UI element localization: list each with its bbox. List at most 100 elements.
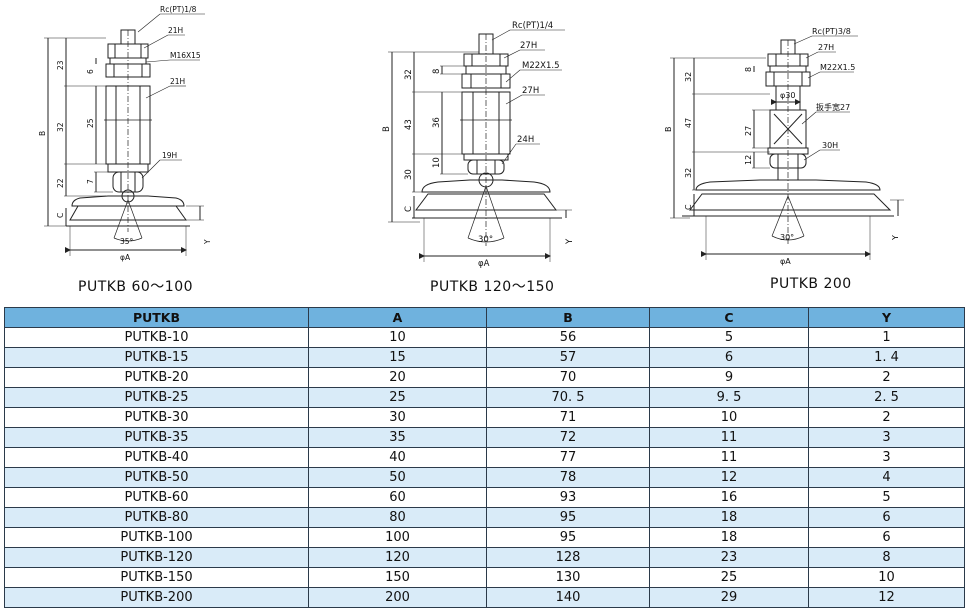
table-cell: 29 [649, 587, 809, 608]
d2-label-y: Y [565, 238, 575, 245]
d1-dim-25: 25 [86, 118, 95, 128]
table-cell: 8 [808, 547, 965, 568]
table-cell: 130 [486, 567, 650, 588]
table-cell: 2 [808, 407, 965, 428]
table-cell: 6 [808, 507, 965, 528]
table-cell: PUTKB-60 [4, 487, 309, 508]
d2-thread-label: Rc(PT)1/4 [512, 21, 553, 31]
d2-dim-10: 10 [432, 157, 442, 168]
table-cell: PUTKB-100 [4, 527, 309, 548]
table-cell: 5 [649, 327, 809, 348]
d3-dim-32-top: 32 [684, 72, 693, 82]
table-cell: 11 [649, 427, 809, 448]
table-cell: PUTKB-25 [4, 387, 309, 408]
table-cell: 30 [308, 407, 487, 428]
table-cell: 9. 5 [649, 387, 809, 408]
table-cell: 70. 5 [486, 387, 650, 408]
d3-dim-32-bottom: 32 [684, 168, 693, 178]
table-cell: 4 [808, 467, 965, 488]
d3-label-c: C [684, 204, 693, 210]
table-cell: 60 [308, 487, 487, 508]
d3-dim-27: 27 [744, 126, 753, 136]
d2-dim-36: 36 [432, 117, 442, 128]
d2-hex-mid-label: 27H [522, 86, 539, 96]
d3-hex-bottom-label: 30H [822, 141, 838, 150]
table-cell: 150 [308, 567, 487, 588]
table-cell: 2. 5 [808, 387, 965, 408]
table-cell: 20 [308, 367, 487, 388]
d2-phi-a-label: φA [478, 259, 490, 269]
table-cell: 3 [808, 447, 965, 468]
table-cell: 71 [486, 407, 650, 428]
d2-angle-label: 30° [478, 235, 493, 245]
d3-dia-label: φ30 [780, 91, 795, 100]
d1-label-c: C [56, 213, 65, 218]
table-cell: 93 [486, 487, 650, 508]
table-cell: 18 [649, 507, 809, 528]
table-cell: PUTKB-50 [4, 467, 309, 488]
caption-putkb-200: PUTKB 200 [770, 276, 852, 292]
d1-dim-32: 32 [56, 122, 65, 132]
d3-phi-a-label: φA [780, 257, 791, 266]
caption-putkb-60-100: PUTKB 60～100 [78, 279, 194, 295]
d1-hex-mid-label: 21H [170, 77, 185, 86]
table-cell: 2 [808, 367, 965, 388]
table-cell: 72 [486, 427, 650, 448]
d1-hex-top-label: 21H [168, 26, 183, 35]
table-cell: 16 [649, 487, 809, 508]
table-cell: 100 [308, 527, 487, 548]
d2-dim-8: 8 [432, 69, 442, 74]
table-cell: PUTKB-10 [4, 327, 309, 348]
d2-hex-top-label: 27H [520, 41, 537, 51]
table-cell: 200 [308, 587, 487, 608]
caption-putkb-120-150: PUTKB 120～150 [430, 279, 555, 295]
table-cell: 50 [308, 467, 487, 488]
table-cell: 5 [808, 487, 965, 508]
drawing-putkb-120-150 [388, 29, 572, 262]
table-cell: 70 [486, 367, 650, 388]
table-cell: 1. 4 [808, 347, 965, 368]
d1-nut-thread-label: M16X15 [170, 51, 201, 60]
d2-nut-thread-label: M22X1.5 [522, 61, 560, 71]
table-cell: PUTKB-120 [4, 547, 309, 568]
table-cell: 23 [649, 547, 809, 568]
table-cell: 95 [486, 507, 650, 528]
table-cell: 9 [649, 367, 809, 388]
d1-dim-7: 7 [86, 179, 95, 184]
d3-label-b: B [664, 127, 673, 133]
table-cell: 35 [308, 427, 487, 448]
table-cell: 15 [308, 347, 487, 368]
d1-phi-a-label: φA [120, 253, 131, 262]
d2-label-c: C [404, 206, 414, 212]
d1-label-b: B [38, 131, 47, 136]
table-cell: 77 [486, 447, 650, 468]
table-cell: 3 [808, 427, 965, 448]
table-cell: 40 [308, 447, 487, 468]
d1-hex-bottom-label: 19H [162, 151, 177, 160]
table-cell: 80 [308, 507, 487, 528]
table-cell: PUTKB-200 [4, 587, 309, 608]
d1-dim-22: 22 [56, 178, 65, 188]
table-cell: 6 [808, 527, 965, 548]
table-cell: 18 [649, 527, 809, 548]
table-cell: PUTKB-150 [4, 567, 309, 588]
table-cell: 120 [308, 547, 487, 568]
d1-angle-label: 35° [120, 237, 134, 246]
header-model: PUTKB [4, 307, 309, 328]
drawing-putkb-200 [670, 35, 904, 260]
table-cell: 10 [308, 327, 487, 348]
d3-angle-label: 30° [780, 233, 794, 242]
d2-hex-bottom-label: 24H [517, 135, 534, 145]
technical-drawings: Rc(PT)1/8 21H M16X15 21H 19H 35° φA 23 6… [38, 5, 904, 269]
